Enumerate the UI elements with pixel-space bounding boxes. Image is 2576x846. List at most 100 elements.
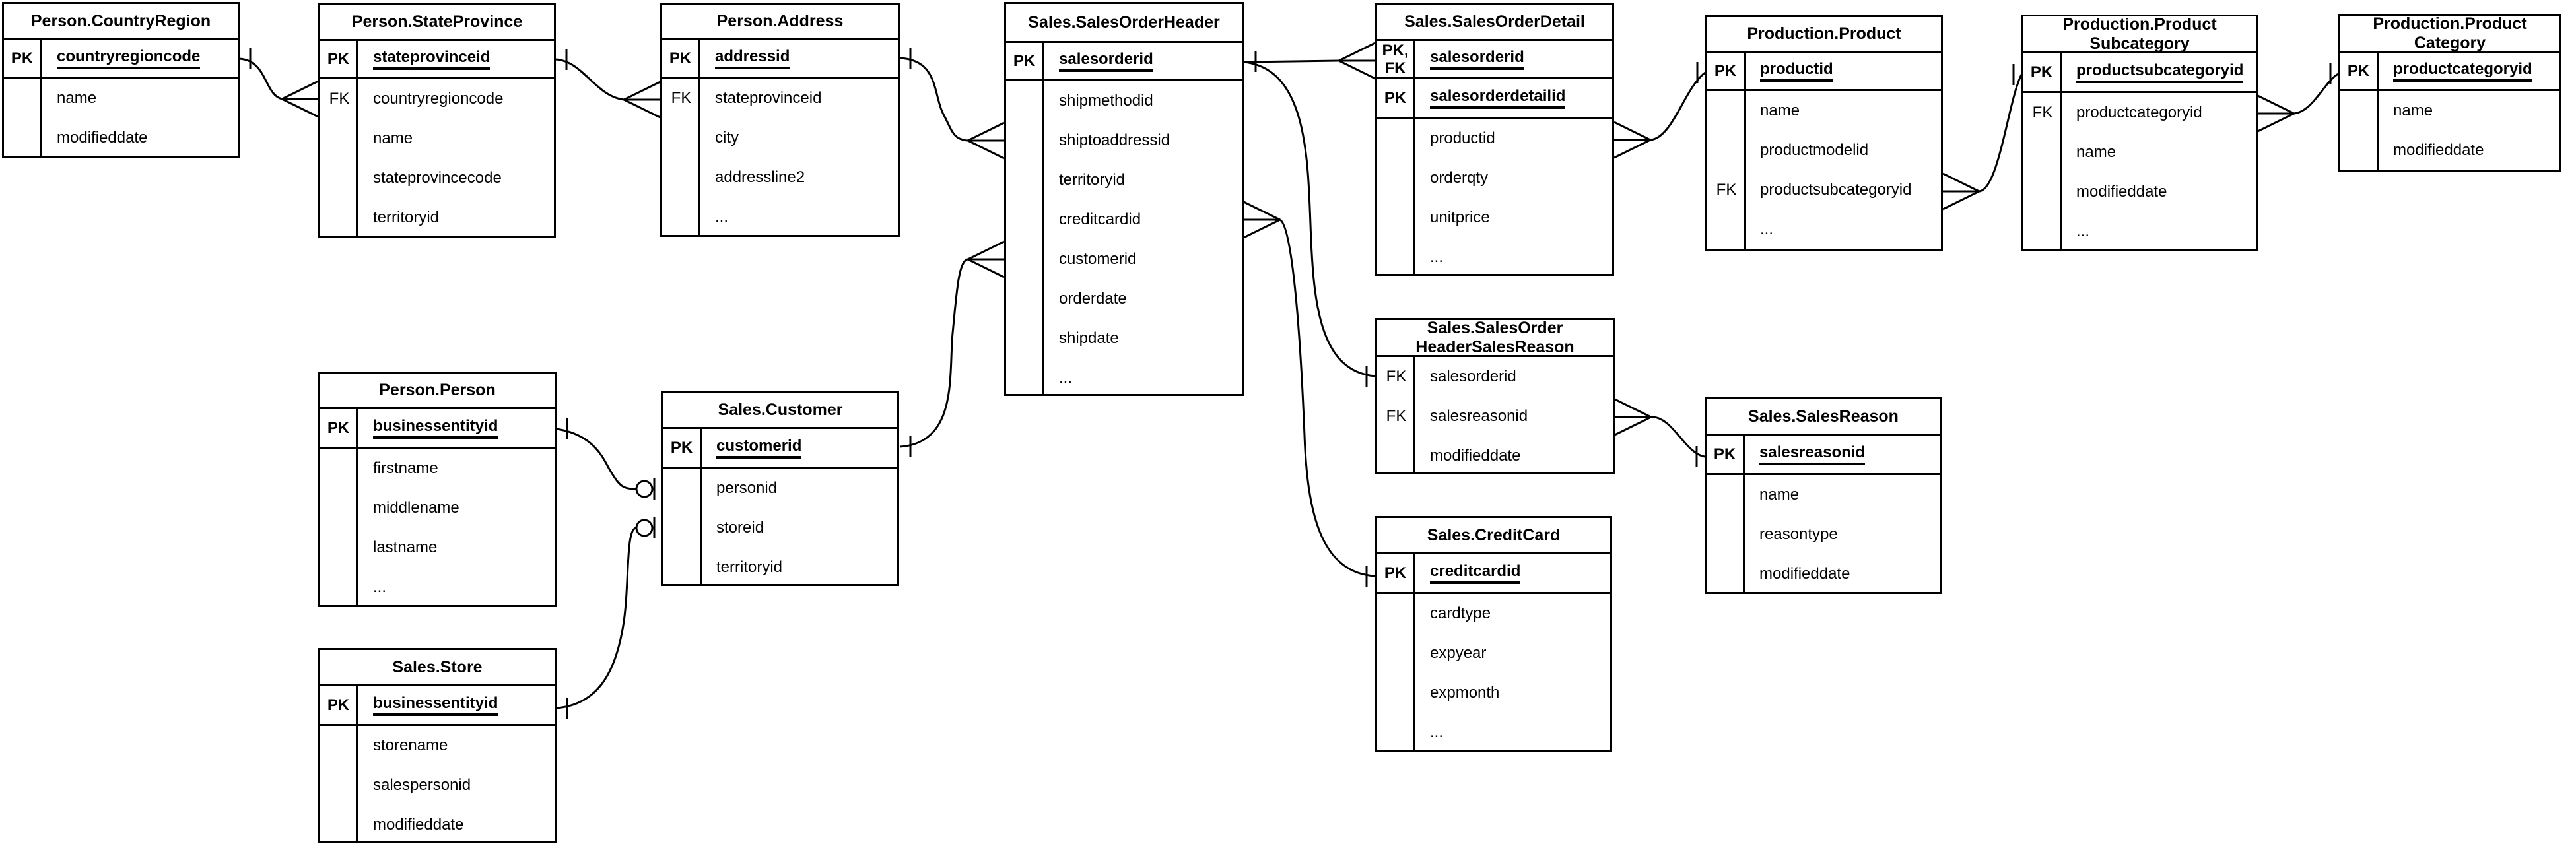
- attribute-row: orderdate: [1006, 279, 1242, 319]
- column-name: territoryid: [373, 209, 440, 226]
- relationship-r10[interactable]: [2257, 63, 2339, 133]
- relationship-r13[interactable]: [556, 517, 656, 719]
- pk-badge-line: PK: [327, 696, 350, 714]
- key-column-cell: businessentityid: [358, 686, 555, 724]
- attribute-row: name: [1707, 475, 1940, 515]
- key-column-divider: [356, 726, 358, 841]
- pk-badge: PK: [320, 686, 358, 724]
- pk-badge: PK: [320, 41, 358, 77]
- relationship-r7[interactable]: [1243, 201, 1376, 587]
- key-column-name: customerid: [716, 437, 802, 459]
- column-name: ...: [1760, 220, 1774, 238]
- column-name: expyear: [1430, 644, 1487, 662]
- key-column-cell: salesorderid: [1044, 43, 1242, 79]
- fk-badge: FK: [2032, 104, 2053, 121]
- empty-key-cell: [1377, 119, 1415, 158]
- key-column-divider: [1743, 475, 1745, 592]
- relationship-r1[interactable]: [239, 48, 319, 118]
- cardinality-many-crowfoot: [1614, 398, 1652, 436]
- entity-title-line: Production.Product: [2373, 14, 2527, 33]
- relationship-r3[interactable]: [899, 48, 1005, 160]
- key-column-cell: creditcardid: [1415, 554, 1610, 592]
- relationship-r11[interactable]: [1614, 398, 1705, 467]
- cardinality-many-crowfoot: [967, 240, 1005, 278]
- column-name: shiptoaddressid: [1059, 131, 1170, 149]
- entity-title-line: Production.Product: [2062, 15, 2217, 34]
- entity-title: Sales.SalesOrderDetail: [1377, 5, 1612, 41]
- cardinality-zero-circle: [635, 519, 654, 537]
- relationship-r4[interactable]: [899, 240, 1005, 457]
- attribute-row: firstname: [320, 449, 555, 488]
- attribute-row: reasontype: [1707, 515, 1940, 554]
- relationship-r6[interactable]: [1243, 61, 1376, 387]
- pk-badge: PK: [1377, 79, 1415, 117]
- attribute-row: ...: [1377, 713, 1610, 750]
- column-name: salespersonid: [373, 776, 471, 794]
- attribute-row: modifieddate: [2023, 172, 2256, 212]
- entity-title-line: Person.Address: [716, 12, 844, 30]
- attribute-row: stateprovincecode: [320, 158, 554, 198]
- key-column-cell: salesorderdetailid: [1415, 79, 1612, 117]
- column-name: territoryid: [716, 558, 783, 576]
- entity-title: Sales.SalesReason: [1707, 399, 1940, 436]
- attribute-row: cardtype: [1377, 594, 1610, 634]
- attribute-row: productmodelid: [1707, 131, 1941, 170]
- cardinality-many-crowfoot: [1338, 42, 1376, 80]
- attribute-row: personid: [663, 469, 897, 508]
- fk-badge: FK: [1386, 407, 1407, 425]
- key-column-name: stateprovinceid: [373, 48, 491, 70]
- entity-title-line: HeaderSalesReason: [1415, 337, 1575, 356]
- key-column-divider: [1744, 91, 1746, 249]
- empty-key-cell: [1707, 210, 1746, 249]
- key-column-cell: salesreasonid: [1745, 436, 1940, 473]
- pk-badge-line: PK: [327, 419, 350, 437]
- pk-badge: PK: [320, 409, 358, 447]
- attribute-row: productid: [1377, 119, 1612, 158]
- empty-key-cell: [1377, 436, 1415, 472]
- empty-key-cell: [663, 469, 702, 508]
- column-name: storeid: [716, 519, 764, 537]
- empty-key-cell: [1707, 515, 1745, 554]
- pk-badge: PK: [4, 40, 42, 77]
- column-name: ...: [1430, 248, 1444, 266]
- relationship-r5[interactable]: [1243, 42, 1376, 80]
- attribute-row: name: [4, 79, 238, 118]
- column-name: modifieddate: [1759, 565, 1850, 583]
- empty-key-cell: [1707, 554, 1745, 592]
- relationship-r12[interactable]: [556, 418, 656, 500]
- attribute-row: modifieddate: [1377, 436, 1613, 472]
- column-name: personid: [716, 479, 778, 497]
- key-column-name: salesorderdetailid: [1430, 87, 1566, 109]
- entity-title-line: Subcategory: [2089, 34, 2190, 53]
- cardinality-zero-circle: [635, 480, 654, 498]
- relationship-r8[interactable]: [1613, 62, 1706, 159]
- relationship-r2[interactable]: [555, 49, 661, 119]
- column-name: productcategoryid: [2076, 104, 2202, 121]
- relationship-r9[interactable]: [1942, 64, 2023, 211]
- column-name: productmodelid: [1760, 141, 1869, 159]
- attribute-row: modifieddate: [2340, 131, 2559, 170]
- attribute-row: unitprice: [1377, 198, 1612, 238]
